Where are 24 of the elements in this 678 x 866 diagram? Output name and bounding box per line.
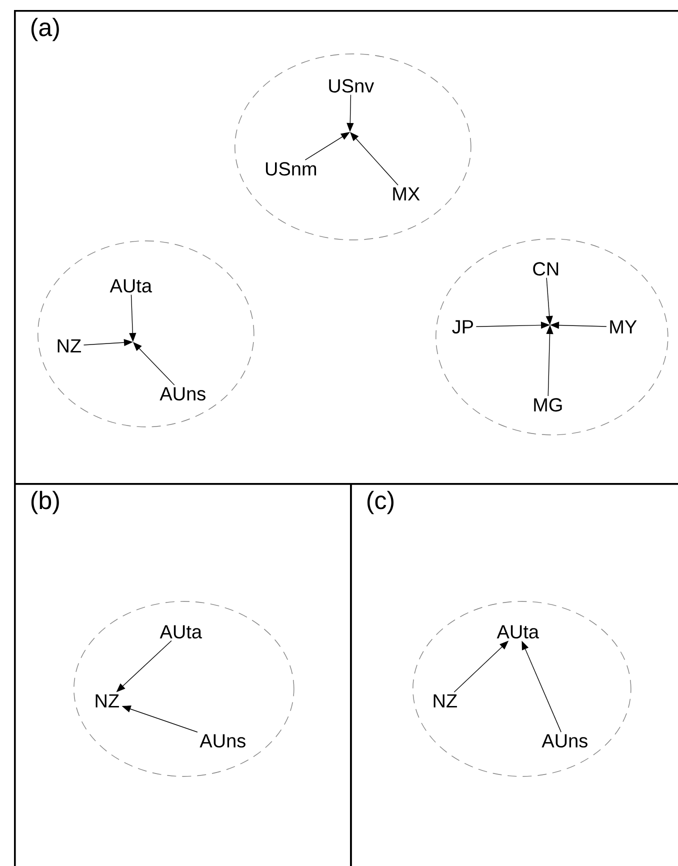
region-label: USnv bbox=[329, 79, 374, 93]
region-label: NZ bbox=[434, 694, 457, 708]
region-label: AUta bbox=[110, 279, 152, 293]
arrow bbox=[350, 132, 398, 186]
dashed-ellipse bbox=[74, 601, 294, 777]
region-label: AUns bbox=[200, 734, 246, 748]
region-label: NZ bbox=[58, 339, 81, 352]
region-label: AUta bbox=[160, 625, 202, 639]
region-label: AUta bbox=[496, 625, 540, 639]
dashed-ellipse bbox=[412, 601, 632, 777]
region-label: JP bbox=[452, 320, 473, 334]
dashed-ellipse bbox=[234, 54, 472, 240]
region-label: MX bbox=[393, 187, 420, 200]
arrow bbox=[304, 132, 350, 160]
region-label: AUns bbox=[542, 734, 588, 748]
region-label: MY bbox=[610, 320, 637, 334]
region-label: AUns bbox=[160, 387, 206, 401]
region-label: MG bbox=[534, 398, 562, 412]
arrow bbox=[133, 342, 175, 386]
dashed-ellipse bbox=[436, 238, 668, 436]
region-label: USnm bbox=[266, 162, 316, 176]
region-label: CN bbox=[533, 262, 558, 276]
region-label: NZ bbox=[96, 694, 119, 708]
dashed-ellipse bbox=[38, 240, 254, 428]
